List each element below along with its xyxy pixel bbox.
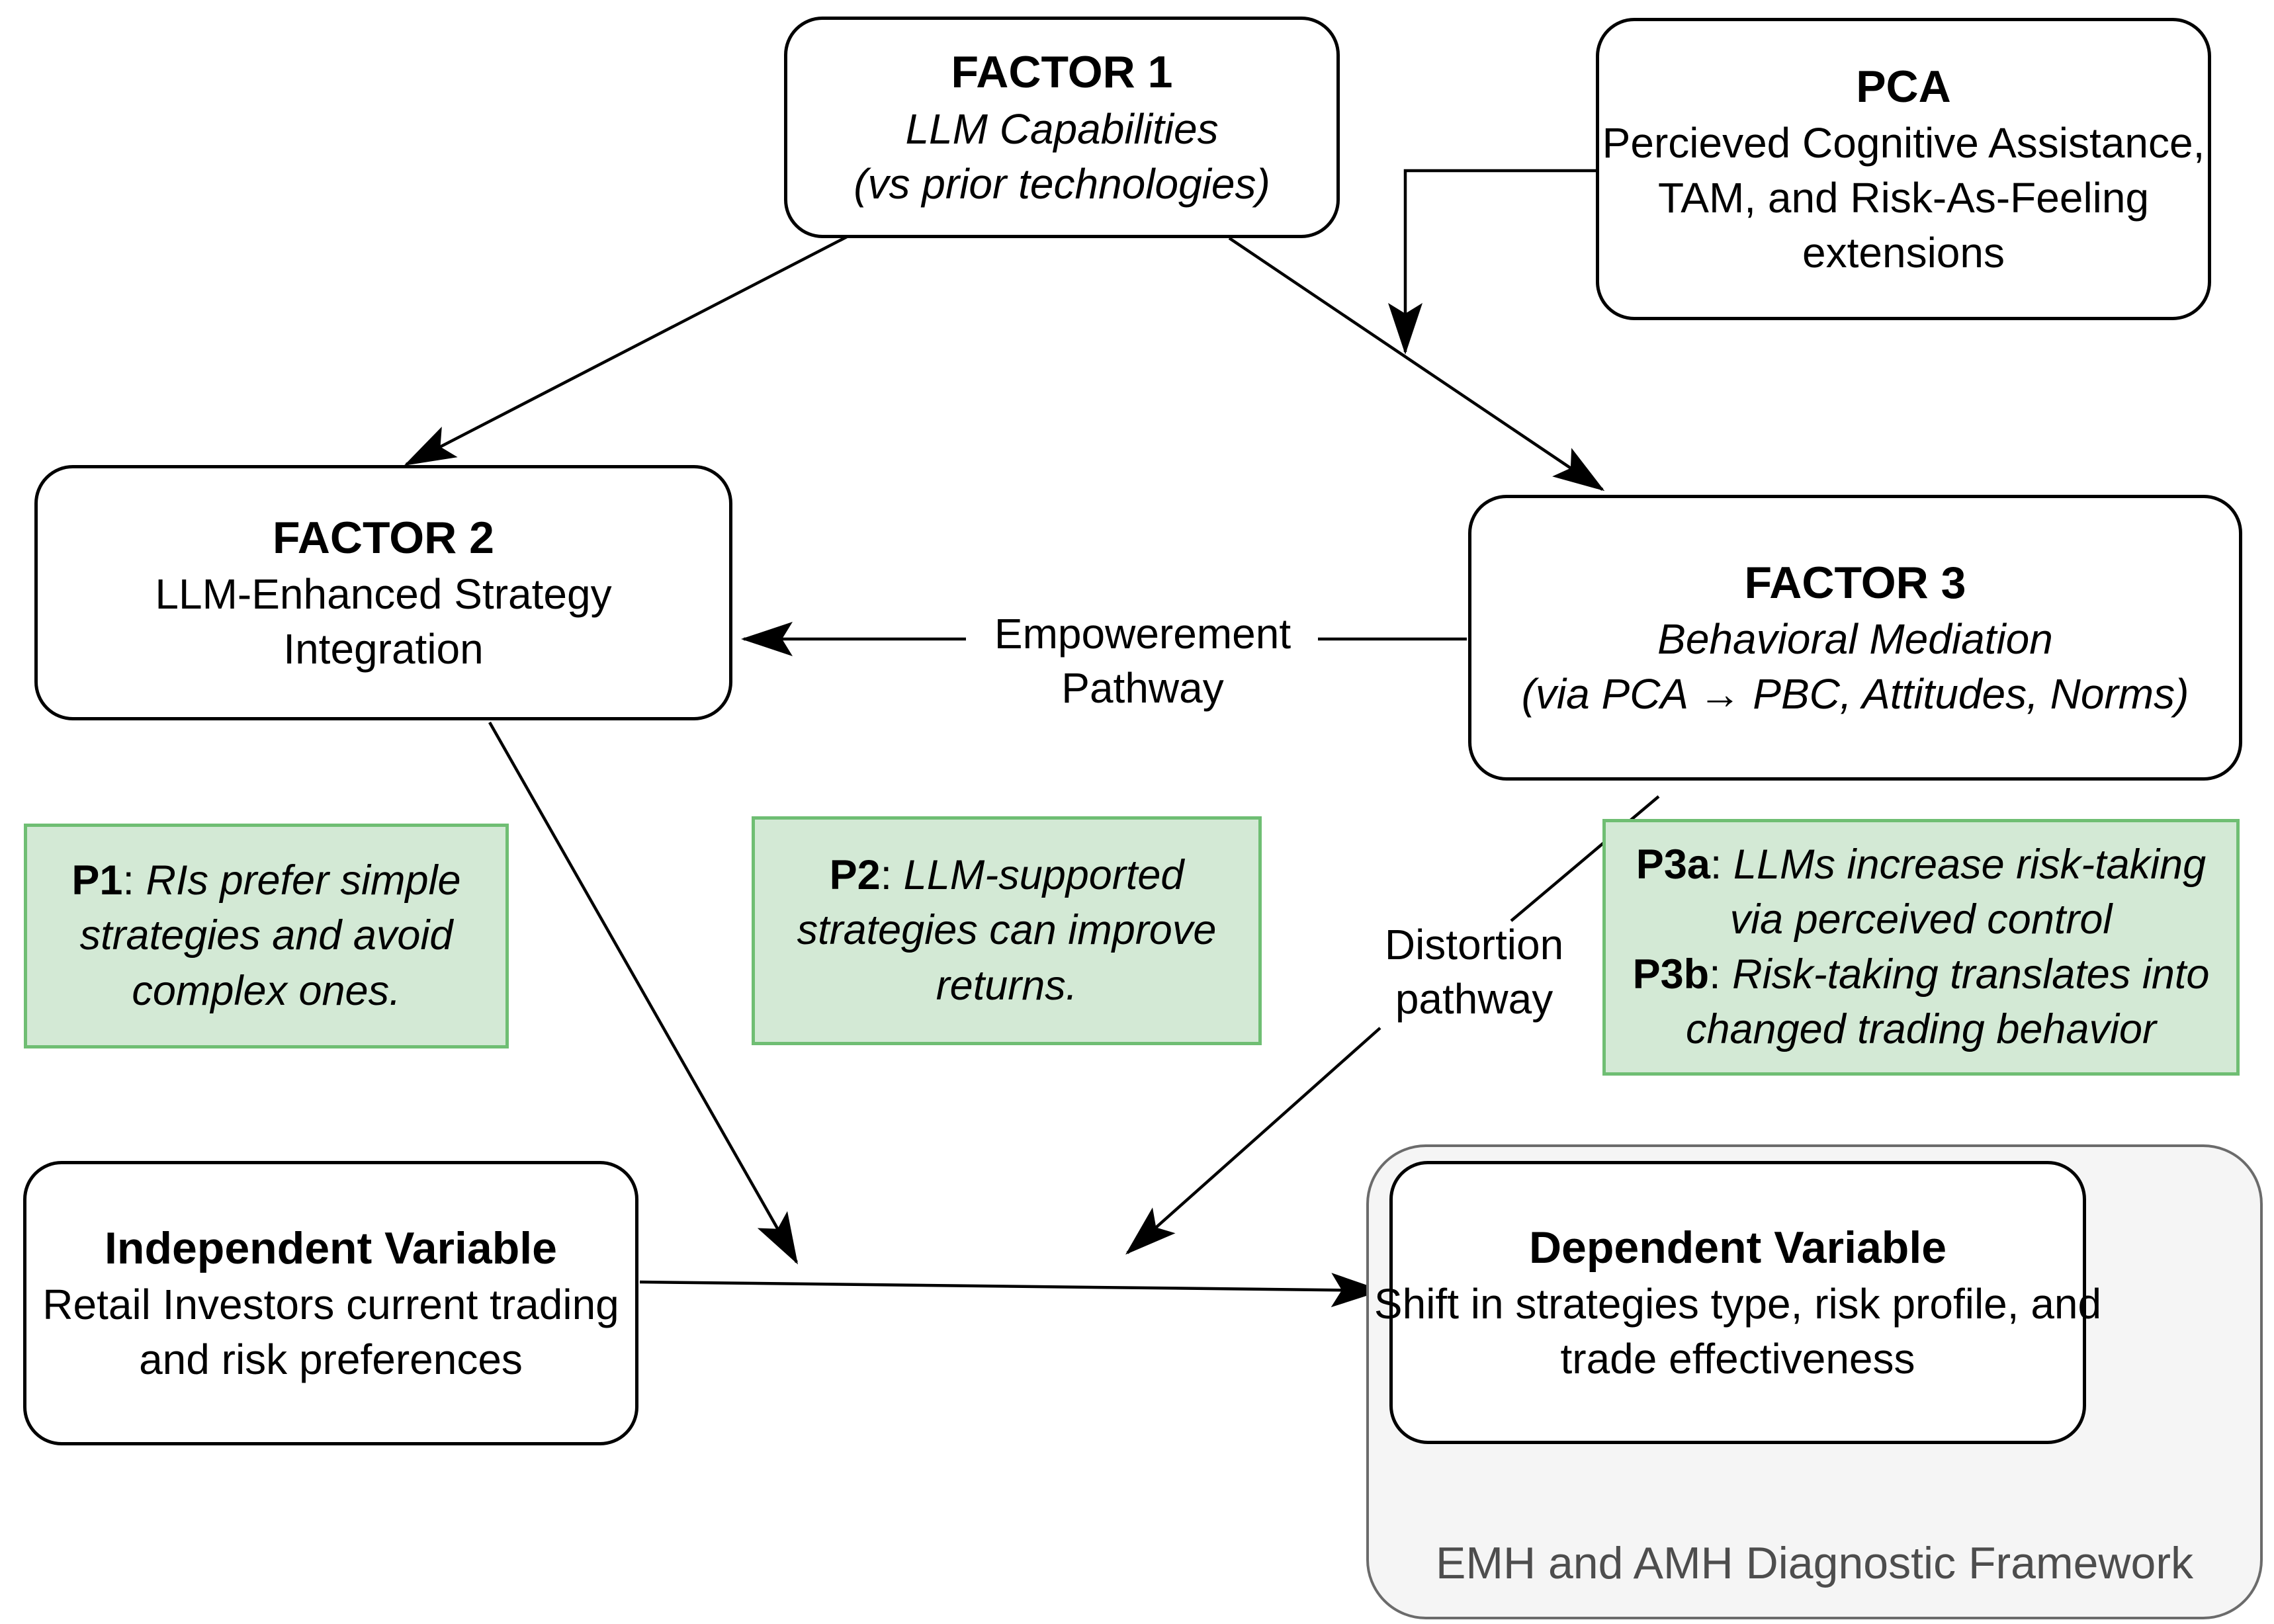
factor1-note: (vs prior technologies) (853, 159, 1270, 208)
factor2-title: FACTOR 2 (272, 512, 495, 563)
arrow-distortion-to-junction (1125, 1027, 1381, 1255)
factor1-title: FACTOR 1 (951, 47, 1173, 98)
independent-variable-subtitle: Retail Investors current trading and ris… (42, 1281, 619, 1384)
arrow-independent-to-dependent (639, 1273, 1383, 1308)
pca-subtitle: Percieved Cognitive Assistance, TAM, and… (1602, 118, 2205, 277)
arrow-factor1-to-factor2 (404, 235, 848, 466)
proposition-p3b-text: P3b: Risk-taking translates into changed… (1632, 951, 2210, 1053)
dependent-variable-title: Dependent Variable (1528, 1222, 1947, 1273)
factor3-subtitle: Behavioral Mediation (1657, 615, 2053, 663)
empowerment-pathway-label: Empowerement Pathway (994, 610, 1291, 712)
factor3-box: FACTOR 3 Behavioral Mediation (via PCA →… (1468, 495, 2242, 781)
independent-variable-box: Independent Variable Retail Investors cu… (23, 1161, 638, 1445)
arrow-pca-to-path (1388, 169, 1596, 355)
proposition-p3: P3a: LLMs increase risk-taking via perce… (1602, 819, 2240, 1076)
proposition-p2-text: P2: LLM-supported strategies can improve… (797, 852, 1217, 1009)
factor2-box: FACTOR 2 LLM-Enhanced Strategy Integrati… (34, 465, 732, 720)
pca-title: PCA (1856, 61, 1951, 112)
independent-variable-title: Independent Variable (105, 1222, 557, 1273)
proposition-p2: P2: LLM-supported strategies can improve… (752, 816, 1262, 1045)
factor1-box: FACTOR 1 LLM Capabilities (vs prior tech… (784, 17, 1340, 238)
proposition-p1: P1: RIs prefer simple strategies and avo… (24, 824, 509, 1048)
dependent-variable-subtitle: Shift in strategies type, risk profile, … (1374, 1280, 2102, 1383)
proposition-p1-text: P1: RIs prefer simple strategies and avo… (71, 857, 461, 1014)
dependent-variable-box: Dependent Variable Shift in strategies t… (1374, 1161, 2101, 1444)
factor1-subtitle: LLM Capabilities (905, 105, 1219, 153)
emh-amh-framework-caption: EMH and AMH Diagnostic Framework (1435, 1538, 2194, 1588)
factor3-title: FACTOR 3 (1744, 557, 1966, 608)
factor2-subtitle: LLM-Enhanced Strategy Integration (155, 570, 612, 673)
arrow-factor1-to-factor3 (1228, 237, 1605, 491)
pca-box: PCA Percieved Cognitive Assistance, TAM,… (1596, 18, 2211, 320)
factor3-note: (via PCA → PBC, Attitudes, Norms) (1521, 670, 2189, 718)
proposition-p3a-text: P3a: LLMs increase risk-taking via perce… (1636, 841, 2207, 943)
distortion-pathway-label: Distortion pathway (1384, 921, 1564, 1023)
